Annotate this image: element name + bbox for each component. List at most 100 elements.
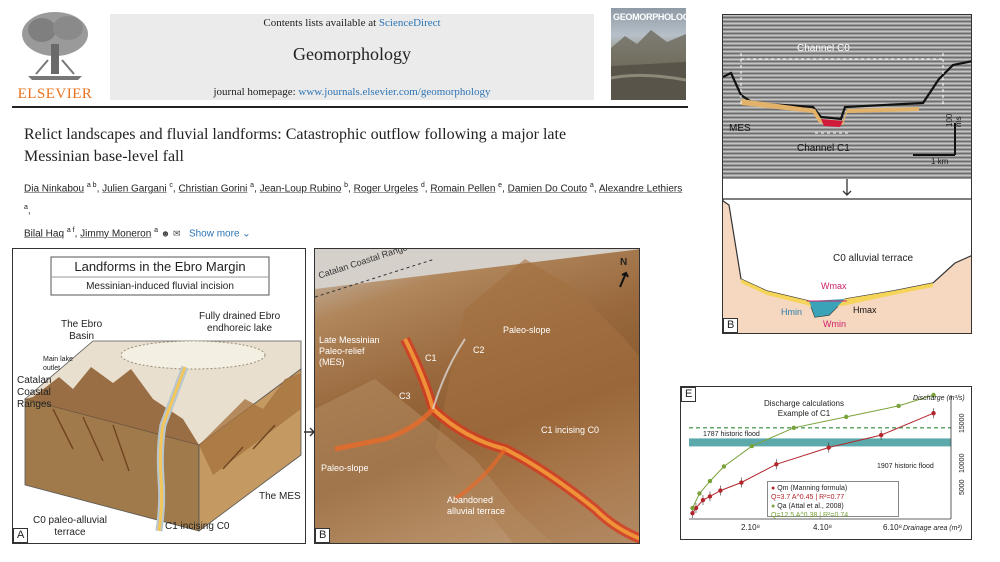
terrain-render bbox=[315, 249, 639, 543]
person-icon[interactable]: ☻ bbox=[160, 227, 171, 238]
homepage-link[interactable]: www.journals.elsevier.com/geomorphology bbox=[298, 86, 491, 98]
contents-text: Contents lists available at bbox=[263, 17, 377, 29]
x-tick-3: 6.10⁸ bbox=[883, 523, 902, 532]
figure-panel-a: Landforms in the Ebro Margin Messinian-i… bbox=[12, 248, 306, 544]
author-link[interactable]: Bilal Haq bbox=[24, 227, 65, 239]
data-point bbox=[931, 392, 936, 398]
cover-title: GEOMORPHOLOGY bbox=[613, 12, 686, 22]
header-rule bbox=[12, 106, 688, 108]
chart-title-line-1: Discharge calculations bbox=[763, 399, 845, 408]
block-diagram bbox=[24, 256, 302, 532]
label-paleo-slope-left: Paleo-slope bbox=[321, 463, 369, 473]
data-point bbox=[707, 478, 713, 484]
label-mes-relief: Late Messinian Paleo-relief (MES) bbox=[319, 335, 380, 367]
y-axis-label: Discharge (m³/s) bbox=[913, 395, 965, 402]
journal-cover-image[interactable]: GEOMORPHOLOGY bbox=[611, 8, 686, 100]
email-icon[interactable]: ✉ bbox=[173, 227, 181, 238]
contents-line: Contents lists available at ScienceDirec… bbox=[110, 17, 594, 29]
x-axis-label: Drainage area (m²) bbox=[903, 525, 963, 532]
data-point bbox=[718, 488, 723, 493]
data-point bbox=[739, 480, 744, 485]
y-tick-1: 5000 bbox=[959, 479, 966, 495]
label-c2: C2 bbox=[473, 345, 485, 355]
data-point bbox=[721, 464, 727, 469]
label-wmin: Wmin bbox=[823, 319, 846, 329]
legend-qm: Qm (Manning formula) bbox=[777, 485, 848, 492]
x-tick-1: 2.10⁸ bbox=[741, 523, 760, 532]
author-link[interactable]: Jean-Loup Rubino bbox=[259, 183, 342, 195]
elsevier-tree-icon bbox=[18, 10, 92, 82]
x-tick-2: 4.10⁸ bbox=[813, 523, 832, 532]
author-link[interactable]: Alexandre Lethiers bbox=[598, 183, 683, 195]
label-abandoned-terrace: Abandoned alluvial terrace bbox=[447, 495, 506, 516]
label-endhoreic-lake: Fully drained Ebro endhoreic lake bbox=[199, 311, 281, 334]
article-title-line-1: Relict landscapes and fluvial landforms:… bbox=[24, 126, 567, 143]
publisher-name: ELSEVIER bbox=[17, 86, 93, 102]
panel-a-subtitle: Messinian-induced fluvial incision bbox=[86, 281, 234, 292]
panel-a-title: Landforms in the Ebro Margin bbox=[74, 259, 246, 274]
author-link[interactable]: Christian Gorini bbox=[178, 183, 248, 195]
author-link[interactable]: Roger Urgeles bbox=[353, 183, 419, 195]
author-affiliation: a bbox=[250, 182, 255, 189]
chart-title-line-2: Example of C1 bbox=[777, 409, 831, 418]
legend-box: ● Qm (Manning formula) Q=3.7 A^0.45 | R²… bbox=[767, 481, 899, 519]
data-point bbox=[697, 491, 702, 496]
article-title-line-2: Messinian base-level fall bbox=[24, 148, 184, 165]
y-tick-2: 10000 bbox=[959, 453, 966, 473]
data-point bbox=[700, 497, 706, 503]
article-title: Relict landscapes and fluvial landforms:… bbox=[24, 124, 664, 168]
label-channel-c1: Channel C1 bbox=[797, 143, 850, 154]
sciencedirect-link[interactable]: ScienceDirect bbox=[378, 17, 441, 29]
data-point bbox=[690, 505, 695, 511]
label-c0-terrace: C0 paleo-alluvial terrace bbox=[33, 515, 107, 538]
data-point bbox=[693, 505, 699, 511]
flood-1787-label: 1787 historic flood bbox=[703, 431, 760, 438]
author-affiliation: b bbox=[344, 182, 349, 189]
data-point bbox=[749, 443, 755, 449]
north-arrow-label: N bbox=[620, 257, 628, 268]
author-affiliation: a bbox=[24, 204, 28, 212]
label-mes: The MES bbox=[259, 491, 301, 502]
panel-b-tag: B bbox=[315, 528, 331, 543]
figure-panel-seismic: Channel C0 MES Channel C1 100 ms 1 km C0… bbox=[722, 14, 972, 334]
data-point bbox=[826, 445, 831, 450]
scale-vertical: 100 ms bbox=[945, 113, 963, 127]
label-c1-incising: C1 incising C0 bbox=[165, 521, 230, 532]
author-link[interactable]: Julien Gargani bbox=[102, 183, 167, 195]
data-point bbox=[774, 462, 779, 467]
label-hmax: Hmax bbox=[853, 305, 877, 315]
author-affiliation: a bbox=[154, 226, 158, 234]
author-link[interactable]: Jimmy Moneron bbox=[80, 227, 152, 239]
data-point bbox=[791, 425, 796, 431]
data-point bbox=[878, 432, 884, 438]
label-c1-incising-c0: C1 incising C0 bbox=[541, 425, 600, 435]
author-affiliation: a bbox=[589, 182, 594, 189]
homepage-label: journal homepage: bbox=[213, 86, 296, 98]
chevron-down-icon[interactable]: ⌄ bbox=[242, 227, 251, 239]
label-wmax: Wmax bbox=[821, 281, 847, 291]
data-point bbox=[896, 403, 901, 409]
label-seismic-mes: MES bbox=[729, 123, 751, 134]
show-more-link[interactable]: Show more bbox=[188, 227, 240, 239]
figure-panel-b-terrain: Catalan Coastal Range N Late Messinian P… bbox=[314, 248, 640, 544]
y-tick-3: 15000 bbox=[959, 413, 966, 433]
label-channel-c0: Channel C0 bbox=[797, 43, 850, 54]
author-link[interactable]: Dia Ninkabou bbox=[24, 183, 85, 195]
panel-a-tag: A bbox=[13, 528, 29, 543]
flood-1907-band bbox=[689, 438, 951, 447]
label-ebro-basin: The Ebro Basin bbox=[61, 319, 103, 342]
flood-1907-label: 1907 historic flood bbox=[877, 463, 934, 470]
author-affiliation: a f bbox=[66, 226, 75, 234]
author-link[interactable]: Damien Do Couto bbox=[507, 183, 588, 195]
homepage-line: journal homepage: www.journals.elsevier.… bbox=[110, 86, 594, 98]
north-arrow-icon bbox=[617, 271, 631, 294]
author-list: Dia Ninkabou a b, Julien Gargani c, Chri… bbox=[24, 182, 683, 239]
legend-qa: Qa (Attal et al., 2008) bbox=[777, 503, 844, 510]
label-main-lake-outlet: Main lake outlet bbox=[43, 356, 73, 372]
label-paleo-slope-top: Paleo-slope bbox=[503, 325, 551, 335]
author-link[interactable]: Romain Pellen bbox=[430, 183, 496, 195]
cover-landscape bbox=[611, 30, 686, 100]
journal-name[interactable]: Geomorphology bbox=[293, 44, 411, 64]
series-line-0 bbox=[692, 412, 934, 514]
label-c1-top: C1 bbox=[425, 353, 437, 363]
